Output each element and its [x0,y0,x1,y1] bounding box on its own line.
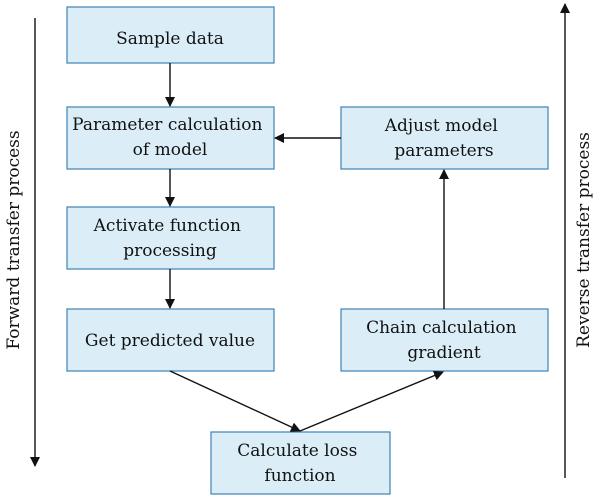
activate-function-box: Activate function processing [66,206,275,270]
parameter-calculation-box: Parameter calculation of model [66,106,275,170]
sample-data-box: Sample data [66,6,275,64]
parameter-calculation-text: Parameter calculation of model [72,115,268,160]
chain-calculation-box: Chain calculation gradient [340,308,549,372]
activate-function-text: Activate function processing [93,216,247,261]
chain-calculation-text: Chain calculation gradient [366,318,522,363]
calculate-loss-box: Calculate loss function [210,431,391,495]
arrow-predicted-to-loss [169,370,301,432]
get-predicted-value-box: Get predicted value [66,308,275,372]
adjust-parameters-box: Adjust model parameters [340,106,549,170]
get-predicted-value-text: Get predicted value [85,331,255,351]
forward-process-label: Forward transfer process [4,130,24,349]
arrow-loss-to-chain [299,370,444,432]
calculate-loss-text: Calculate loss function [237,441,362,486]
reverse-process-label: Reverse transfer process [574,132,594,348]
adjust-parameters-text: Adjust model parameters [384,116,503,161]
sample-data-text: Sample data [116,29,224,49]
